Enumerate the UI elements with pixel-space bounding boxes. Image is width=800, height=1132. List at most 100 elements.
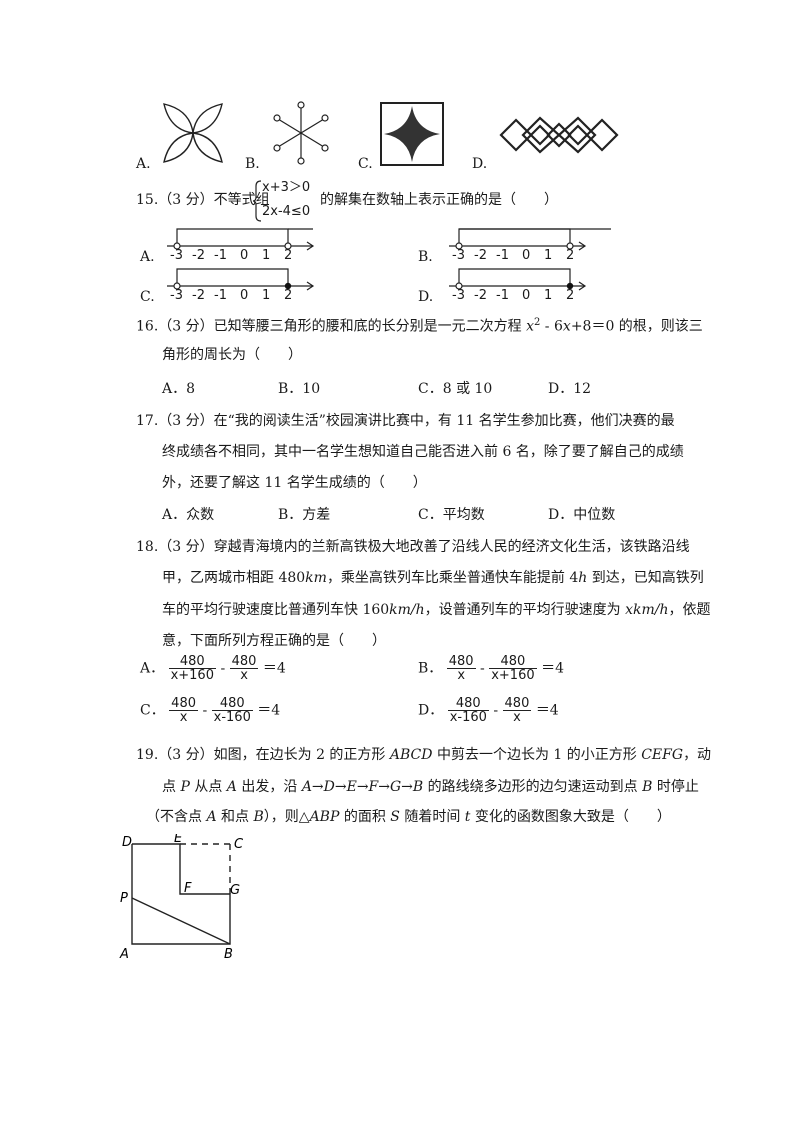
- denominator: x: [229, 668, 259, 682]
- tick: -1: [214, 248, 227, 263]
- q18-text: 车的平均行驶速度比普通列车快 160: [162, 602, 390, 618]
- q15-suffix: 的解集在数轴上表示正确的是（ ）: [320, 192, 558, 208]
- q18-text: ，设普通列车的平均行驶速度为: [424, 602, 626, 618]
- q18-var: xkm/h: [625, 602, 669, 618]
- q19-var: ABCD: [389, 747, 433, 763]
- q18-unit: km/h: [389, 602, 425, 618]
- point-e: E: [174, 834, 183, 846]
- q17-line2: 终成绩各不相同，其中一名学生想知道自己能否进入前 6 名，除了要了解自己的成绩: [162, 444, 684, 460]
- denominator: x-160: [211, 710, 253, 725]
- tick: -1: [496, 288, 509, 303]
- q16-line1: 16.（3 分）已知等腰三角形的腰和底的长分别是一元二次方程 x2 - 6x+8…: [136, 318, 703, 334]
- q18-line3: 车的平均行驶速度比普通列车快 160km/h，设普通列车的平均行驶速度为 xkm…: [162, 603, 711, 617]
- q15-ineq2: 2x-4≤0: [262, 204, 311, 219]
- equals: ＝4: [535, 702, 559, 719]
- q17-option-c: C．平均数: [418, 507, 485, 523]
- denominator: x: [502, 710, 532, 724]
- point-g: G: [230, 883, 240, 898]
- tick: 2: [566, 288, 575, 303]
- q18-text: ，依题: [668, 602, 711, 618]
- tick: 1: [544, 288, 553, 303]
- equals: ＝4: [262, 660, 286, 677]
- q19-text: 随着时间: [399, 809, 465, 825]
- q16-option-c: C．8 或 10: [418, 381, 493, 397]
- q18-text: 甲，乙两城市相距 480: [162, 570, 306, 586]
- q19-text: 出发，沿: [236, 779, 302, 795]
- q19-text: 变化的函数图象大致是（ ）: [470, 809, 671, 825]
- tick: 2: [566, 248, 575, 263]
- tick: -2: [192, 248, 205, 263]
- q18-label: D．: [418, 702, 444, 719]
- tick: -1: [214, 288, 227, 303]
- minus: -: [202, 702, 208, 719]
- q19-var: B: [642, 779, 653, 795]
- q19-line1: 19.（3 分）如图，在边长为 2 的正方形 ABCD 中剪去一个边长为 1 的…: [136, 748, 711, 762]
- point-a: A: [119, 947, 129, 962]
- denominator: x-160: [447, 710, 489, 725]
- numerator: 480: [231, 654, 257, 669]
- q19-text: （不含点: [146, 809, 207, 825]
- q16-var-x: x: [526, 318, 534, 335]
- tick: 2: [284, 248, 293, 263]
- tick: -1: [496, 248, 509, 263]
- q16-option-d: D．12: [548, 381, 592, 397]
- q15-system-brace: [252, 180, 262, 222]
- q14-figure-b: [273, 101, 329, 165]
- q19-figure: D E C P F G A B: [119, 834, 244, 962]
- q15-ineq1: x+3＞0: [262, 180, 311, 195]
- q18-label: B．: [418, 660, 443, 677]
- q14-label-b: B.: [245, 156, 260, 172]
- q16-var-x: x: [562, 318, 571, 335]
- q15-numberline-d: [449, 268, 587, 291]
- q15-label-c: C.: [140, 289, 155, 305]
- q16-option-a: A．8: [162, 381, 196, 397]
- q15-numberline-c: [167, 268, 315, 291]
- minus: -: [493, 702, 499, 719]
- tick: -3: [452, 288, 465, 303]
- q14-figure-a: [163, 103, 223, 163]
- q17-option-b: B．方差: [278, 507, 331, 523]
- numerator: 480: [455, 696, 481, 711]
- point-f: F: [184, 881, 192, 896]
- q17-line3: 外，还要了解这 11 名学生成绩的（ ）: [162, 475, 427, 491]
- denominator: x: [446, 668, 476, 682]
- minus: -: [480, 660, 485, 677]
- numerator: 480: [448, 654, 474, 669]
- q19-text: 时停止: [652, 779, 699, 795]
- q15-numberline-a: [167, 228, 315, 251]
- equals: ＝4: [257, 702, 281, 719]
- tick: 1: [262, 288, 271, 303]
- q18-text: 到达，已知高铁列: [587, 570, 704, 586]
- q15-label-a: A.: [140, 249, 155, 265]
- denominator: x+160: [489, 668, 537, 683]
- q19-text: 点: [162, 779, 181, 795]
- tick: 2: [284, 288, 293, 303]
- q15-label-d: D.: [418, 289, 434, 305]
- q19-var: t: [464, 809, 471, 825]
- q19-var: A→D→E→F→G→B: [301, 779, 424, 795]
- q19-text: 的路线绕多边形的边匀速运动到点: [423, 779, 643, 795]
- q15-prefix: 15.（3 分）不等式组: [136, 192, 270, 208]
- q18-line1: 18.（3 分）穿越青海境内的兰新高铁极大地改善了沿线人民的经济文化生活，该铁路…: [136, 539, 690, 555]
- equals: ＝4: [541, 660, 564, 677]
- point-d: D: [122, 835, 132, 850]
- tick: -3: [452, 248, 465, 263]
- q19-text: 的面积: [339, 809, 391, 825]
- tick: -2: [474, 248, 487, 263]
- q16-sup: 2: [533, 317, 541, 328]
- point-c: C: [234, 837, 244, 852]
- point-p: P: [120, 891, 128, 906]
- denominator: x+160: [168, 668, 216, 683]
- q19-text: 中剪去一个边长为 1 的小正方形: [432, 747, 642, 763]
- numerator: 480: [504, 696, 530, 711]
- q14-label-a: A.: [136, 156, 151, 172]
